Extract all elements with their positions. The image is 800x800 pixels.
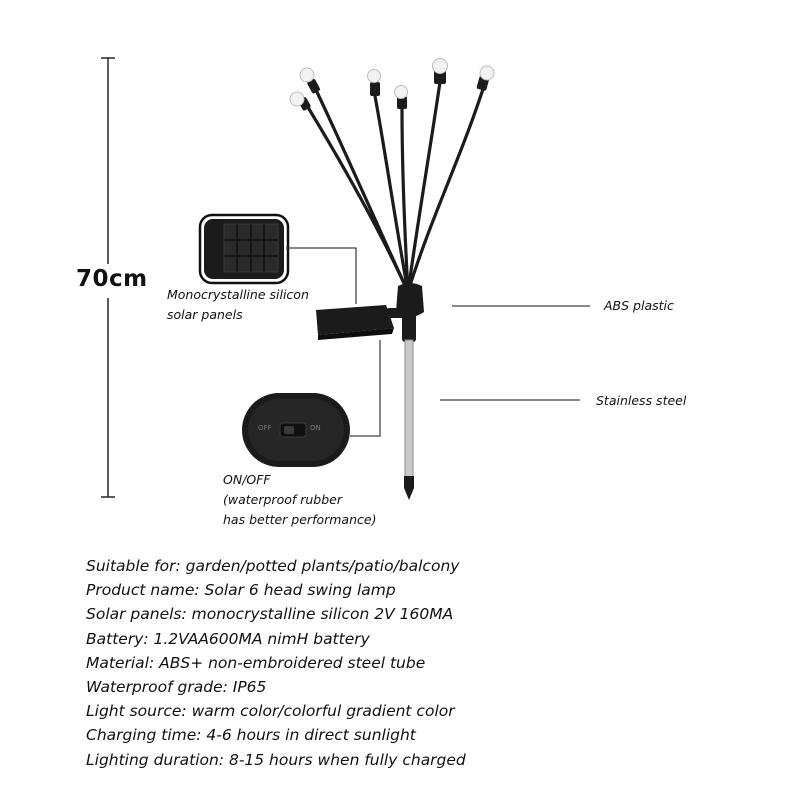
lamp-branches [304,80,486,294]
callout-solar-panel-line1: Monocrystalline silicon [167,287,309,302]
callout-switch: ON/OFF (waterproof rubber has better per… [223,470,376,530]
spec-item-lighting-duration: Lighting duration: 8-15 hours when fully… [86,750,466,769]
callout-solar-panel: Monocrystalline silicon solar panels [167,285,309,325]
callout-switch-line1: ON/OFF [223,472,271,487]
height-label: 70cm [76,266,148,292]
spec-item-product-name: Product name: Solar 6 head swing lamp [86,581,396,600]
solar-panel [316,305,404,340]
abs-plastic-hub [396,283,424,342]
switch-inset [242,393,350,467]
callout-stainless-steel: Stainless steel [596,393,687,408]
stainless-steel-stake [404,339,414,500]
switch-off-text: OFF [258,424,272,432]
bulb-holders [298,70,489,111]
switch-on-text: ON [310,424,321,432]
spec-item-solar-panels: Solar panels: monocrystalline silicon 2V… [86,605,454,624]
callout-solar-panel-line2: solar panels [167,307,243,322]
bulbs [289,58,495,107]
spec-item-light-source: Light source: warm color/colorful gradie… [86,702,455,721]
callout-abs-plastic: ABS plastic [604,298,674,313]
spec-item-suitable-for: Suitable for: garden/potted plants/patio… [86,557,460,575]
spec-item-waterproof-grade: Waterproof grade: IP65 [86,678,267,697]
spec-item-battery: Battery: 1.2VAA600MA nimH battery [86,629,370,648]
spec-item-charging-time: Charging time: 4-6 hours in direct sunli… [86,726,416,745]
callout-lines [286,247,590,437]
solar-panel-inset [198,213,290,285]
callout-switch-line3: has better performance) [223,512,377,527]
height-dimension-line [101,57,115,498]
callout-switch-line2: (waterproof rubber [223,492,342,507]
spec-item-material: Material: ABS+ non-embroidered steel tub… [86,653,426,672]
spec-list: Suitable for: garden/potted plants/patio… [86,554,466,772]
